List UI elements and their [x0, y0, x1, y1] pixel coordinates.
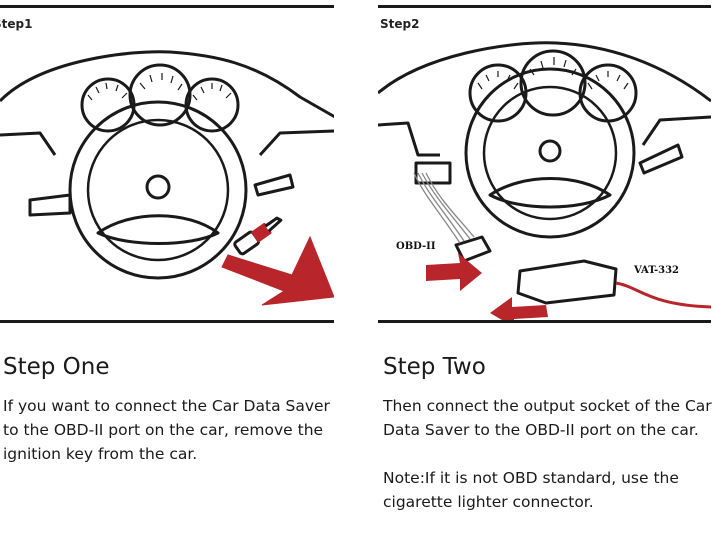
step-two-note: Note:If it is not OBD standard, use the … — [383, 469, 679, 511]
center-gauge — [519, 49, 587, 117]
dashboard-lower-right — [258, 129, 334, 157]
step-two-illustration: Step2 OBD-I — [378, 5, 711, 323]
right-stalk — [638, 143, 684, 175]
gauge-ticks — [87, 73, 232, 101]
dashboard-lower-left — [0, 131, 57, 156]
steering-wheel-spoke — [96, 214, 220, 245]
right-stalk — [253, 173, 295, 197]
dashboard-outline — [0, 50, 334, 119]
vat-332-device — [516, 259, 618, 305]
steering-wheel-inner — [482, 85, 618, 221]
gauge-ticks — [477, 57, 629, 90]
plug-in-arrow-bottom — [490, 297, 548, 323]
step-one-illustration: Step1 — [0, 5, 334, 323]
step-two-text: Step Two Then connect the output socket … — [383, 352, 713, 514]
center-gauge — [128, 63, 192, 127]
step-two-label: Step2 — [380, 17, 420, 31]
dashboard-outline — [378, 41, 711, 103]
step-one-heading: Step One — [3, 354, 110, 380]
dashboard-lower-right — [641, 115, 711, 146]
obd-wires — [413, 172, 475, 244]
top-rule — [378, 5, 711, 8]
steering-wheel-rim — [464, 67, 636, 239]
step-two-heading: Step Two — [383, 354, 486, 380]
left-stalk — [28, 193, 72, 217]
dashboard-lower-left — [378, 121, 440, 157]
plug-in-arrow-top — [426, 253, 482, 291]
step-one-description: If you want to connect the Car Data Save… — [3, 397, 330, 463]
device-cable — [615, 281, 711, 309]
step-two-description: Then connect the output socket of the Ca… — [383, 397, 712, 439]
bottom-rule — [0, 320, 334, 323]
dashboard-obd-drawing — [378, 41, 711, 323]
left-gauge — [80, 77, 136, 133]
dashboard-steering-wheel-drawing — [0, 50, 334, 306]
top-rule — [0, 5, 334, 8]
left-gauge — [468, 63, 528, 123]
steering-wheel-rim — [68, 100, 248, 280]
ignition-key — [233, 216, 283, 256]
bottom-rule — [378, 320, 711, 323]
obd-ii-tag: OBD-II — [396, 241, 436, 252]
steering-wheel-hub — [538, 139, 562, 163]
step-one-text: Step One If you want to connect the Car … — [3, 352, 348, 466]
vat-332-tag: VAT-332 — [634, 265, 680, 276]
steering-wheel-spoke — [488, 177, 612, 209]
remove-key-arrow — [221, 235, 334, 306]
step-one-label: Step1 — [0, 17, 33, 31]
steering-wheel-inner — [86, 118, 230, 262]
steering-wheel-hub — [145, 174, 171, 200]
obd-plug — [454, 235, 492, 263]
